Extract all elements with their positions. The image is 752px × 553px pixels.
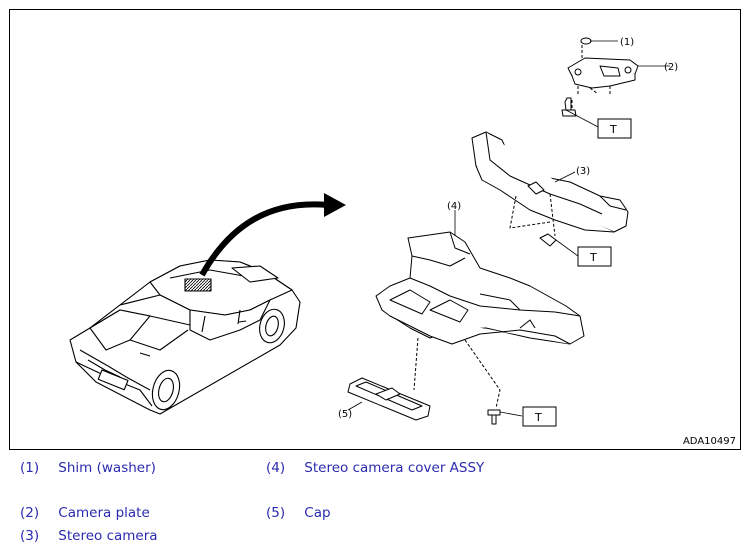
torque-box-1: T — [597, 118, 632, 139]
figure-id: ADA10497 — [682, 436, 736, 447]
legend-number: (3) — [20, 528, 40, 544]
callout-2: (2) — [664, 62, 678, 73]
legend-label: Stereo camera cover ASSY — [304, 460, 485, 476]
callout-4: (4) — [447, 201, 461, 212]
diagram-drawing: (1) (2) (3) (4) (5) T T T — [69, 37, 678, 427]
legend-item-4: (4) Stereo camera cover ASSY — [266, 460, 484, 476]
torque-box-2: T — [577, 246, 612, 267]
legend-label: Cap — [304, 505, 331, 521]
legend-item-5: (5) Cap — [266, 505, 331, 521]
camera-cover-drawing — [375, 231, 585, 425]
legend-label: Stereo camera — [58, 528, 158, 544]
legend-label: Shim (washer) — [58, 460, 156, 476]
legend-number: (2) — [20, 505, 40, 521]
stereo-camera-drawing — [471, 131, 629, 247]
camera-plate-drawing — [561, 37, 639, 117]
legend-item-2: (2) Camera plate — [20, 505, 150, 521]
exploded-parts-diagram: (1) (2) (3) (4) (5) T T T ADA10497 — [9, 9, 741, 450]
location-arrow — [199, 193, 346, 277]
torque-box-3: T — [522, 406, 557, 427]
legend-number: (4) — [266, 460, 286, 476]
legend-item-1: (1) Shim (washer) — [20, 460, 156, 476]
legend-number: (5) — [266, 505, 286, 521]
torque-label: T — [589, 251, 597, 264]
legend-item-3: (3) Stereo camera — [20, 528, 158, 544]
legend-number: (1) — [20, 460, 40, 476]
cap-drawing — [347, 377, 431, 421]
callout-leaders — [347, 40, 670, 417]
torque-label: T — [534, 411, 542, 424]
legend-label: Camera plate — [58, 505, 150, 521]
callout-3: (3) — [576, 166, 590, 177]
callout-5: (5) — [338, 409, 352, 420]
car-illustration — [69, 259, 301, 415]
callout-1: (1) — [620, 37, 634, 48]
torque-label: T — [609, 123, 617, 136]
